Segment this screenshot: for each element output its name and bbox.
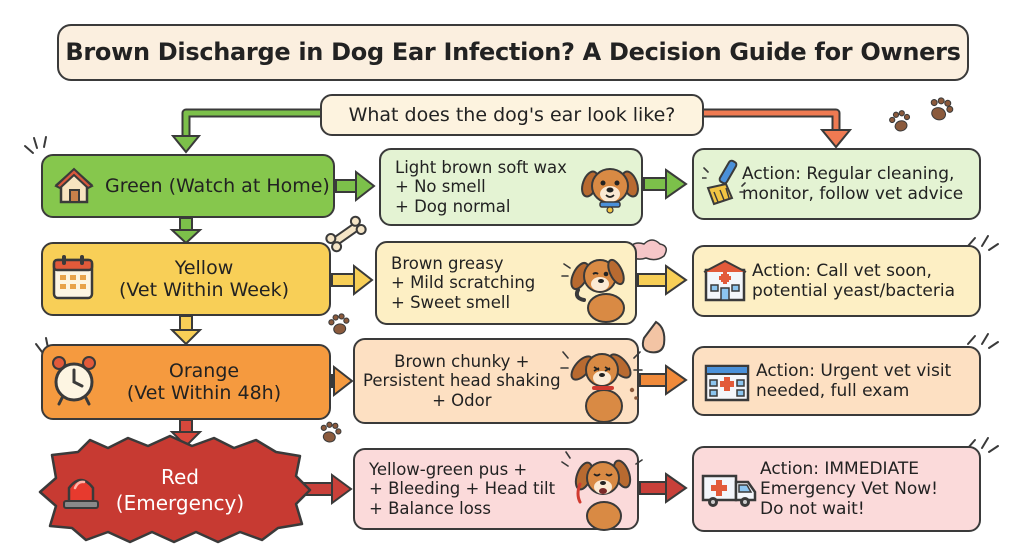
- action-orange: Action: Urgent vet visit needed, full ex…: [692, 346, 981, 416]
- arrow-red-to-symptom: [301, 473, 353, 505]
- action-yellow-text: Action: Call vet soon, potential yeast/b…: [752, 260, 956, 301]
- sniffing-nose-icon: [641, 320, 666, 354]
- clinic-icon: [703, 259, 747, 302]
- bone-icon: [325, 215, 367, 253]
- arrow-yellow-to-symptom: [331, 263, 374, 297]
- paw-print-icon: [320, 97, 954, 443]
- action-green: Action: Regular cleaning, monitor, follo…: [692, 148, 981, 220]
- calendar-icon: [52, 255, 94, 300]
- house-icon: [54, 167, 94, 204]
- arrow-question-to-green: [170, 108, 320, 154]
- symptom-green-text: Light brown soft wax + No smell + Dog no…: [395, 157, 567, 216]
- crying-dog-icon: [561, 451, 643, 531]
- question-text: What does the dog's ear look like?: [348, 103, 676, 126]
- arrow-symptom-yellow-to-action: [637, 264, 688, 296]
- action-green-text: Action: Regular cleaning, monitor, follo…: [742, 163, 964, 204]
- head-shaking-dog-icon: [560, 351, 643, 423]
- red-emergency-badge: [38, 434, 312, 544]
- smell-cloud-icon: [627, 239, 667, 261]
- ambulance-icon: [701, 474, 757, 507]
- arrow-symptom-orange-to-action: [639, 364, 688, 396]
- page-title-text: Brown Discharge in Dog Ear Infection? A …: [65, 38, 961, 67]
- level-red-label: Red (Emergency): [115, 465, 245, 515]
- level-orange-label: Orange (Vet Within 48h): [126, 359, 282, 404]
- cleaning-brush-icon: [702, 159, 746, 206]
- happy-dog-icon: [581, 168, 639, 214]
- arrow-symptom-green-to-action: [643, 168, 688, 200]
- symptom-green: Light brown soft wax + No smell + Dog no…: [379, 148, 643, 226]
- symptom-orange: Brown chunky + Persistent head shaking +…: [353, 338, 639, 424]
- arrow-yellow-to-orange: [169, 315, 203, 346]
- level-green-label: Green (Watch at Home): [105, 174, 330, 197]
- question-box: What does the dog's ear look like?: [320, 94, 704, 136]
- arrow-symptom-red-to-action: [639, 472, 688, 504]
- arrow-green-to-yellow: [169, 217, 203, 245]
- page-title: Brown Discharge in Dog Ear Infection? A …: [57, 24, 969, 81]
- arrow-question-to-action: [704, 108, 853, 149]
- symptom-red-text: Yellow-green pus + + Bleeding + Head til…: [369, 459, 556, 518]
- action-orange-text: Action: Urgent vet visit needed, full ex…: [756, 360, 952, 401]
- level-yellow-label: Yellow (Vet Within Week): [118, 256, 290, 301]
- action-red-text: Action: IMMEDIATE Emergency Vet Now! Do …: [760, 458, 938, 520]
- alarm-clock-icon: [52, 356, 96, 406]
- arrow-green-to-symptom: [335, 169, 376, 203]
- siren-icon: [63, 478, 99, 509]
- symptom-yellow-text: Brown greasy + Mild scratching + Sweet s…: [391, 253, 536, 312]
- symptom-orange-text: Brown chunky + Persistent head shaking +…: [363, 351, 561, 410]
- arrow-orange-to-symptom: [331, 364, 354, 398]
- hospital-icon: [704, 364, 750, 402]
- scratching-dog-icon: [561, 258, 625, 323]
